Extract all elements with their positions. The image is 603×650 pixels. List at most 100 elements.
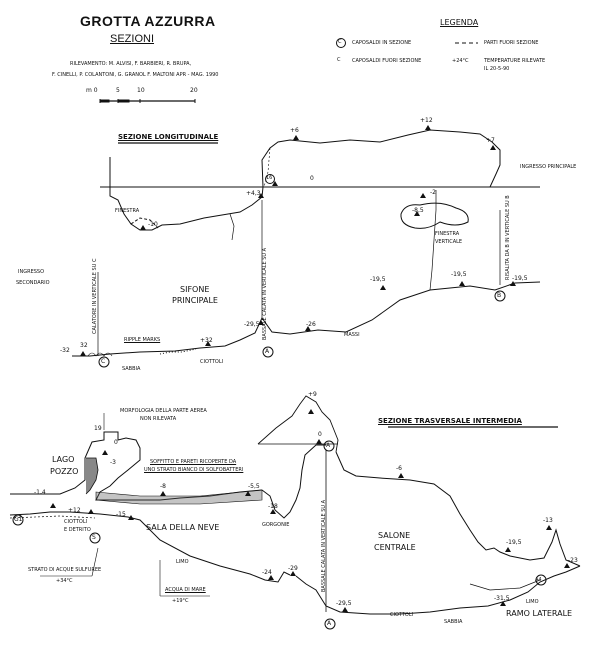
depth-label: +6 [290, 127, 299, 134]
depth-label: -19,5 [370, 276, 386, 283]
station-a4: A4 [535, 577, 542, 583]
legend-temp-sample: +24°C [452, 58, 469, 64]
depth-label: -19,5 [512, 275, 528, 282]
scale-tick: 10 [137, 87, 145, 94]
label-strato-acque: STRATO DI ACQUE SULFUREE [28, 567, 102, 573]
section-heading-transversal: SEZIONE TRASVERSALE INTERMEDIA [378, 417, 522, 425]
label-limo: LIMO [176, 559, 189, 565]
label-ciottoli: CIOTTOLI [64, 519, 88, 525]
label-vertical-c: CALATORE IN VERTICALE SU C [92, 258, 98, 334]
station-16: 16 [266, 175, 273, 181]
credits-line-1: RILEVAMENTO: M. ALVISI, F. BARBIERI, R. … [70, 61, 192, 67]
depth-label: 0 [114, 439, 118, 446]
depth-label: -5,5 [248, 483, 260, 490]
label-strato-temp: +34°C [56, 578, 73, 584]
scale-unit: m 0 [86, 87, 98, 94]
page-subtitle: SEZIONI [110, 33, 155, 45]
depth-label: 19 [94, 425, 102, 432]
depth-label: -24 [262, 569, 272, 576]
legend-item: IL 20-5-90 [484, 66, 510, 72]
page-title: GROTTA AZZURRA [80, 13, 216, 29]
legend-title: LEGENDA [440, 18, 479, 27]
depth-label: -13 [543, 517, 553, 524]
depth-label: +12 [68, 507, 81, 514]
station-a: A [327, 620, 332, 627]
legend-item: CAPOSALDI FUORI SEZIONE [352, 58, 422, 64]
depth-label: -15 [116, 511, 126, 518]
station-c: C [101, 358, 106, 365]
section-heading-longitudinal: SEZIONE LONGITUDINALE [118, 133, 219, 141]
transversal-section [9, 395, 581, 630]
station-a: A [265, 348, 270, 355]
depth-label: +9 [308, 391, 317, 398]
label-vertical-b: RISALITA DA B IN VERTICALE SU B [505, 195, 511, 280]
station-g1: G1 [14, 516, 23, 523]
label-sifone: SIFONE [180, 285, 210, 294]
depth-label: -29 [288, 565, 298, 572]
depth-label: -3 [110, 459, 116, 466]
station-b: B [497, 292, 502, 299]
label-vertical-calata-2: BASSALE CALATA IN VERTICALE SU A [321, 499, 327, 592]
depth-label: +4,3 [246, 190, 261, 197]
label-ripple-marks: RIPPLE MARKS [124, 337, 161, 343]
depth-label: -8,5 [412, 207, 424, 214]
label-ciottoli: CIOTTOLI [200, 359, 224, 365]
depth-label: +32 [200, 337, 213, 344]
depth-label: 32 [80, 342, 88, 349]
depth-label: -19,5 [451, 271, 467, 278]
depth-label: 0 [310, 175, 314, 182]
label-ingresso-principale: INGRESSO PRINCIPALE [520, 164, 577, 170]
legend-symbols [336, 38, 478, 48]
scale-bar [99, 99, 196, 103]
label-ciottoli-floor: CIOTTOLI [390, 612, 414, 618]
legend-symbol-in: C [338, 39, 342, 45]
depth-label: -1,4 [34, 489, 46, 496]
longitudinal-section [72, 125, 541, 368]
label-massi: MASSI [344, 332, 360, 338]
depth-label: -6 [396, 465, 402, 472]
scale-tick: 20 [190, 87, 198, 94]
label-sala-della-neve: SALA DELLA NEVE [146, 523, 220, 532]
label-limo-right: LIMO [526, 599, 539, 605]
label-finestra-verticale: VERTICALE [435, 239, 463, 245]
label-acqua-mare: ACQUA DI MARE [165, 587, 206, 593]
label-salone: SALONE [378, 531, 411, 540]
scale-tick: 5 [116, 87, 120, 94]
label-ingresso-secondario: INGRESSO [18, 269, 45, 275]
depth-label: 0 [318, 431, 322, 438]
label-sifone: PRINCIPALE [172, 296, 218, 305]
label-soffitto: UNO STRATO BIANCO DI SOLFOBATTERI [144, 467, 244, 473]
depth-label: -23 [568, 557, 578, 564]
depth-label: -8 [160, 483, 166, 490]
label-finestra-verticale: FINESTRA [435, 231, 460, 237]
label-vertical-calata: BASSALE CALATA IN VERTICALE SU A [262, 247, 268, 340]
depth-label: -26 [306, 321, 316, 328]
depth-label: -2 [430, 189, 436, 196]
depth-label: -19,5 [506, 539, 522, 546]
legend-item: TEMPERATURE RILEVATE [484, 58, 546, 64]
depth-label: -32 [60, 347, 70, 354]
depth-label: -10 [148, 221, 158, 228]
label-soffitto: SOFFITTO E PARETI RICOPERTE DA [150, 459, 237, 465]
label-acqua-temp: +19°C [172, 598, 189, 604]
label-gorgonie: GORGONIE [262, 522, 290, 528]
label-sabbia: SABBIA [122, 366, 141, 372]
station-a: A [326, 442, 331, 449]
label-lago: LAGO [52, 455, 75, 464]
depth-label: -31,5 [494, 595, 510, 602]
depth-label: -29,5 [244, 321, 260, 328]
legend-item: CAPOSALDI IN SEZIONE [352, 40, 412, 46]
depth-label: +7 [486, 137, 495, 144]
label-sabbia-floor: SABBIA [444, 619, 463, 625]
depth-label: +12 [420, 117, 433, 124]
depth-label: -18 [268, 503, 278, 510]
depth-label: -29,5 [336, 600, 352, 607]
label-finestra: FINESTRA [115, 208, 140, 214]
label-salone: CENTRALE [374, 543, 416, 552]
label-ciottoli: E DETRITO [64, 527, 91, 533]
label-morfologia: MORFOLOGIA DELLA PARTE AEREA [120, 408, 207, 414]
label-ramo-laterale: RAMO LATERALE [506, 609, 573, 618]
label-morfologia: NON RILEVATA [140, 416, 177, 422]
label-lago: POZZO [50, 467, 79, 476]
